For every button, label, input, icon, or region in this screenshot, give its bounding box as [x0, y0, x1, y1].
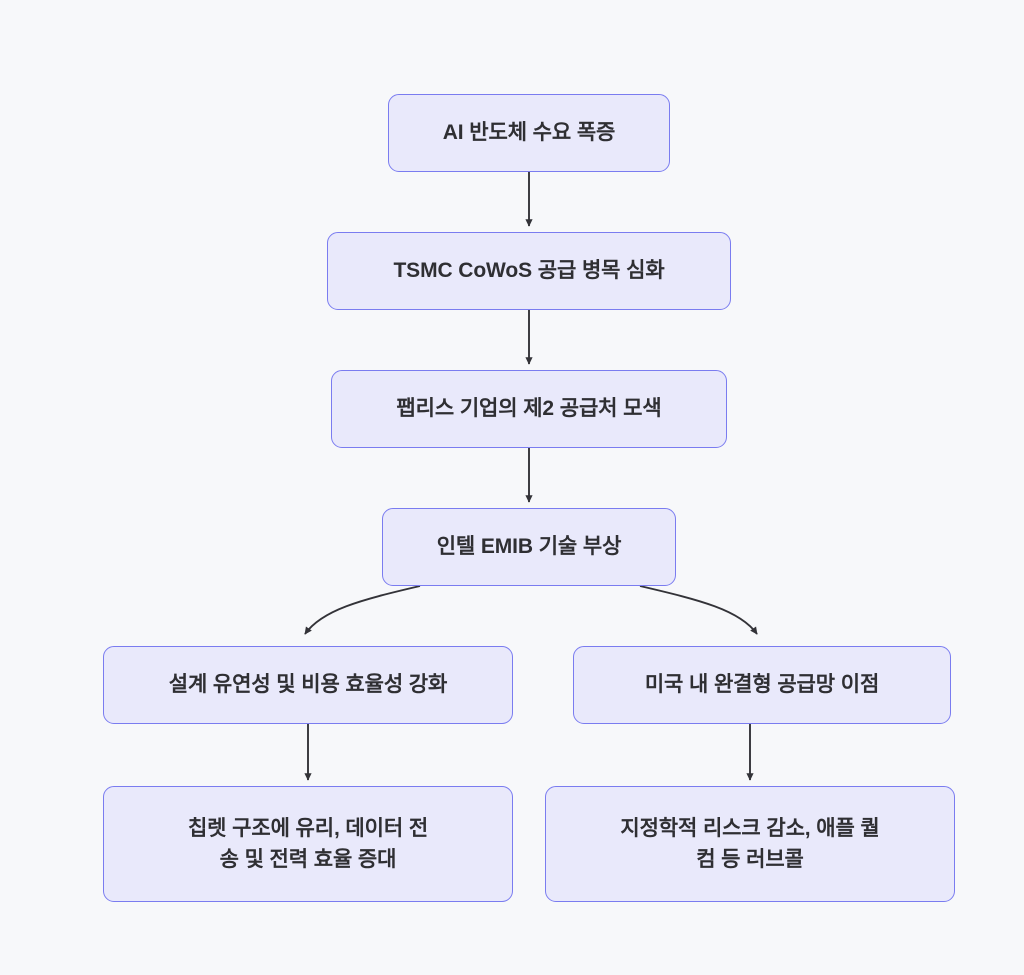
node-label: 팹리스 기업의 제2 공급처 모색	[396, 397, 662, 421]
node-label: AI 반도체 수요 폭증	[442, 121, 616, 145]
node-label: TSMC CoWoS 공급 병목 심화	[393, 259, 665, 283]
edge-emib-to-flexibility	[304, 585, 421, 635]
node-label: 설계 유연성 및 비용 효율성 강화	[168, 673, 448, 697]
node-ai-semiconductor-demand[interactable]: AI 반도체 수요 폭증	[388, 94, 670, 172]
node-intel-emib-rise[interactable]: 인텔 EMIB 기술 부상	[382, 508, 676, 586]
node-label: 지정학적 리스크 감소, 애플 퀄 컴 등 러브콜	[620, 816, 880, 871]
node-fabless-second-source[interactable]: 팹리스 기업의 제2 공급처 모색	[331, 370, 727, 448]
node-tsmc-cowos-bottleneck[interactable]: TSMC CoWoS 공급 병목 심화	[327, 232, 731, 310]
edge-emib-to-supplychain	[639, 585, 758, 635]
node-geopolitical-risk-reduction[interactable]: 지정학적 리스크 감소, 애플 퀄 컴 등 러브콜	[545, 786, 955, 902]
node-label: 칩렛 구조에 유리, 데이터 전 송 및 전력 효율 증대	[187, 816, 429, 871]
node-label: 인텔 EMIB 기술 부상	[436, 535, 622, 559]
node-us-domestic-supply-chain[interactable]: 미국 내 완결형 공급망 이점	[573, 646, 951, 724]
node-chiplet-efficiency[interactable]: 칩렛 구조에 유리, 데이터 전 송 및 전력 효율 증대	[103, 786, 513, 902]
node-label: 미국 내 완결형 공급망 이점	[644, 673, 880, 697]
node-design-flexibility-cost[interactable]: 설계 유연성 및 비용 효율성 강화	[103, 646, 513, 724]
